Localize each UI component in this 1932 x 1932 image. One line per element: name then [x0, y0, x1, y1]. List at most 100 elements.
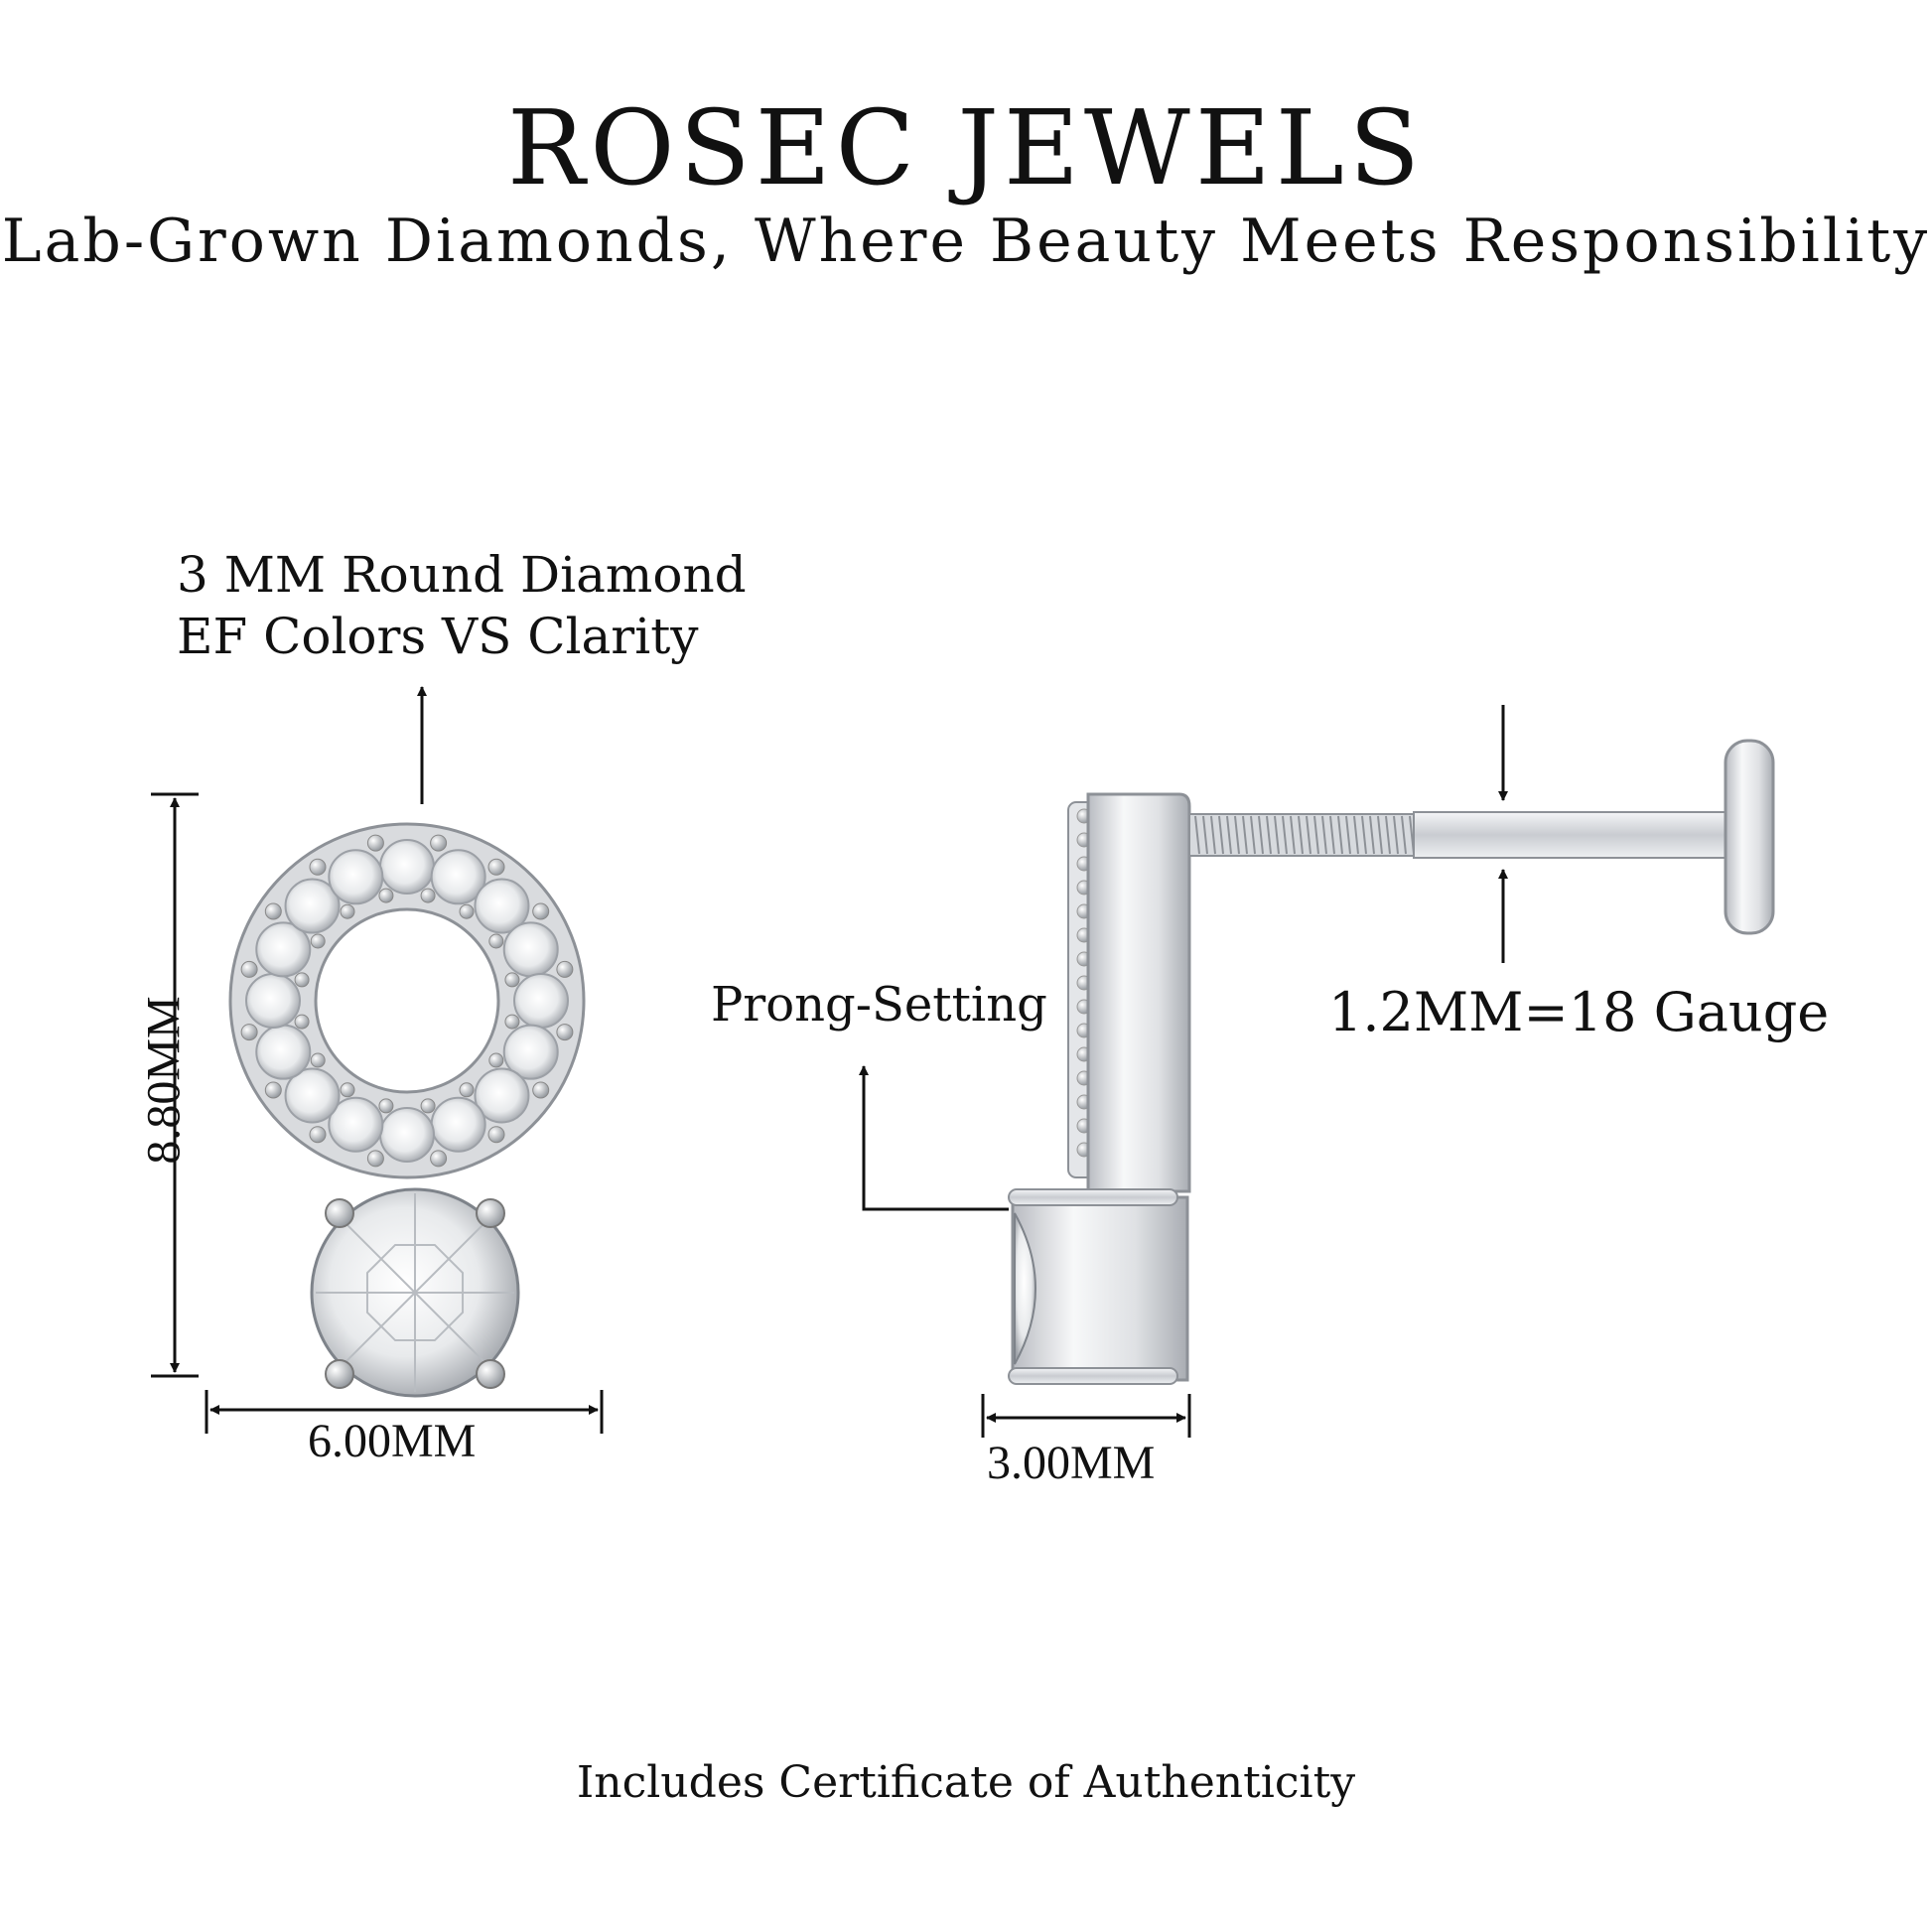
prong-setting-arrow: [859, 1065, 1009, 1211]
facet-line: [414, 1292, 486, 1364]
halo-bead-outer: [264, 1081, 282, 1099]
diamond-spec-line-2: EF Colors VS Clarity: [177, 608, 699, 665]
thread-line: [1250, 815, 1256, 855]
halo-bead-outer: [430, 1150, 448, 1168]
halo-diamond: [502, 921, 559, 978]
side-body: [1086, 792, 1191, 1193]
halo-bead-inner: [340, 903, 355, 919]
thread-line: [1313, 815, 1319, 855]
thread-line: [1361, 815, 1367, 855]
thread-line: [1321, 815, 1327, 855]
halo-diamond: [430, 1096, 486, 1153]
brand-tagline: Lab-Grown Diamonds, Where Beauty Meets R…: [1, 207, 1931, 276]
halo-bead-outer: [532, 902, 550, 920]
thread-line: [1242, 815, 1248, 855]
halo-bead-outer: [309, 858, 327, 876]
halo-bead-outer: [309, 1126, 327, 1144]
halo-bead-inner: [459, 1082, 475, 1098]
halo-diamond: [502, 1024, 559, 1080]
halo-bead-outer: [556, 960, 574, 978]
thread-line: [1234, 815, 1240, 855]
thread-line: [1210, 815, 1216, 855]
halo-bead-inner: [488, 1052, 504, 1068]
halo-diamond: [284, 1067, 341, 1124]
halo-diamond: [328, 849, 384, 905]
smooth-post: [1413, 811, 1726, 859]
prong-setting-label: Prong-Setting: [711, 977, 1047, 1033]
halo-bead-inner: [378, 888, 394, 903]
diamond-spec-label: 3 MM Round Diamond EF Colors VS Clarity: [177, 544, 747, 667]
front-view-earring: [228, 822, 586, 1398]
halo-bead-inner: [310, 1052, 326, 1068]
halo-diamond: [474, 878, 530, 934]
thread-line: [1266, 815, 1272, 855]
halo-diamond: [255, 1024, 312, 1080]
halo-bead-inner: [504, 1014, 520, 1030]
thread-line: [1377, 815, 1383, 855]
brand-title: ROSEC JEWELS: [506, 87, 1426, 208]
thread-line: [1345, 815, 1351, 855]
thread-line: [1194, 815, 1200, 855]
halo-bead-outer: [487, 858, 505, 876]
thread-line: [1401, 815, 1407, 855]
halo-bead-outer: [532, 1081, 550, 1099]
diamond-spec-line-1: 3 MM Round Diamond: [177, 546, 747, 604]
halo-diamond: [255, 921, 312, 978]
thread-line: [1369, 815, 1375, 855]
halo-bead-outer: [556, 1024, 574, 1041]
thread-line: [1393, 815, 1399, 855]
thread-line: [1258, 815, 1264, 855]
halo-bead-inner: [504, 972, 520, 988]
halo-diamonds: [240, 834, 574, 1168]
prong-top-left: [325, 1198, 354, 1228]
front-dimensions: [151, 686, 604, 1434]
thread-line: [1218, 815, 1224, 855]
halo-bead-inner: [420, 1098, 436, 1114]
halo-diamond: [379, 839, 435, 895]
thread-line: [1274, 815, 1280, 855]
halo-bead-inner: [294, 972, 310, 988]
thread-line: [1298, 815, 1304, 855]
prong-top-right: [476, 1198, 505, 1228]
halo-diamond: [430, 849, 486, 905]
flat-back-disc: [1724, 739, 1775, 935]
halo-bead-inner: [488, 933, 504, 949]
halo-bead-outer: [430, 834, 448, 852]
prong-bottom-right: [476, 1359, 505, 1389]
halo-diamond: [328, 1096, 384, 1153]
side-view-earring: [1008, 739, 1775, 1385]
facet-line: [344, 1292, 416, 1364]
thread-line: [1282, 815, 1288, 855]
thread-line: [1290, 815, 1296, 855]
halo-bead-outer: [240, 1024, 258, 1041]
certificate-note: Includes Certificate of Authenticity: [576, 1757, 1356, 1808]
halo-bead-inner: [340, 1082, 355, 1098]
thread-line: [1226, 815, 1232, 855]
halo-bead-inner: [310, 933, 326, 949]
halo-bead-outer: [366, 1150, 384, 1168]
side-dimensions: [859, 705, 1508, 1438]
thread-line: [1329, 815, 1335, 855]
halo-bead-inner: [378, 1098, 394, 1114]
prong-bottom-left: [325, 1359, 354, 1389]
front-width-dimension-label: 6.00MM: [308, 1415, 477, 1467]
halo-diamond: [379, 1107, 435, 1163]
gem-basket: [1011, 1195, 1189, 1382]
thread-line: [1306, 815, 1311, 855]
halo-ring-inner: [314, 907, 500, 1094]
halo-bead-inner: [420, 888, 436, 903]
halo-diamond: [284, 878, 341, 934]
halo-diamond: [474, 1067, 530, 1124]
prong-bar-bottom: [1008, 1367, 1178, 1385]
thread-line: [1385, 815, 1391, 855]
center-diamond-setting: [310, 1187, 520, 1398]
halo-bead-inner: [459, 903, 475, 919]
facet-line: [414, 1221, 486, 1294]
halo-bead-outer: [366, 834, 384, 852]
side-width-dimension-label: 3.00MM: [987, 1437, 1156, 1489]
thread-line: [1202, 815, 1208, 855]
diamond-facets: [316, 1193, 514, 1392]
halo-bead-outer: [264, 902, 282, 920]
post-threads: [1194, 815, 1415, 855]
facet-line: [344, 1221, 416, 1294]
